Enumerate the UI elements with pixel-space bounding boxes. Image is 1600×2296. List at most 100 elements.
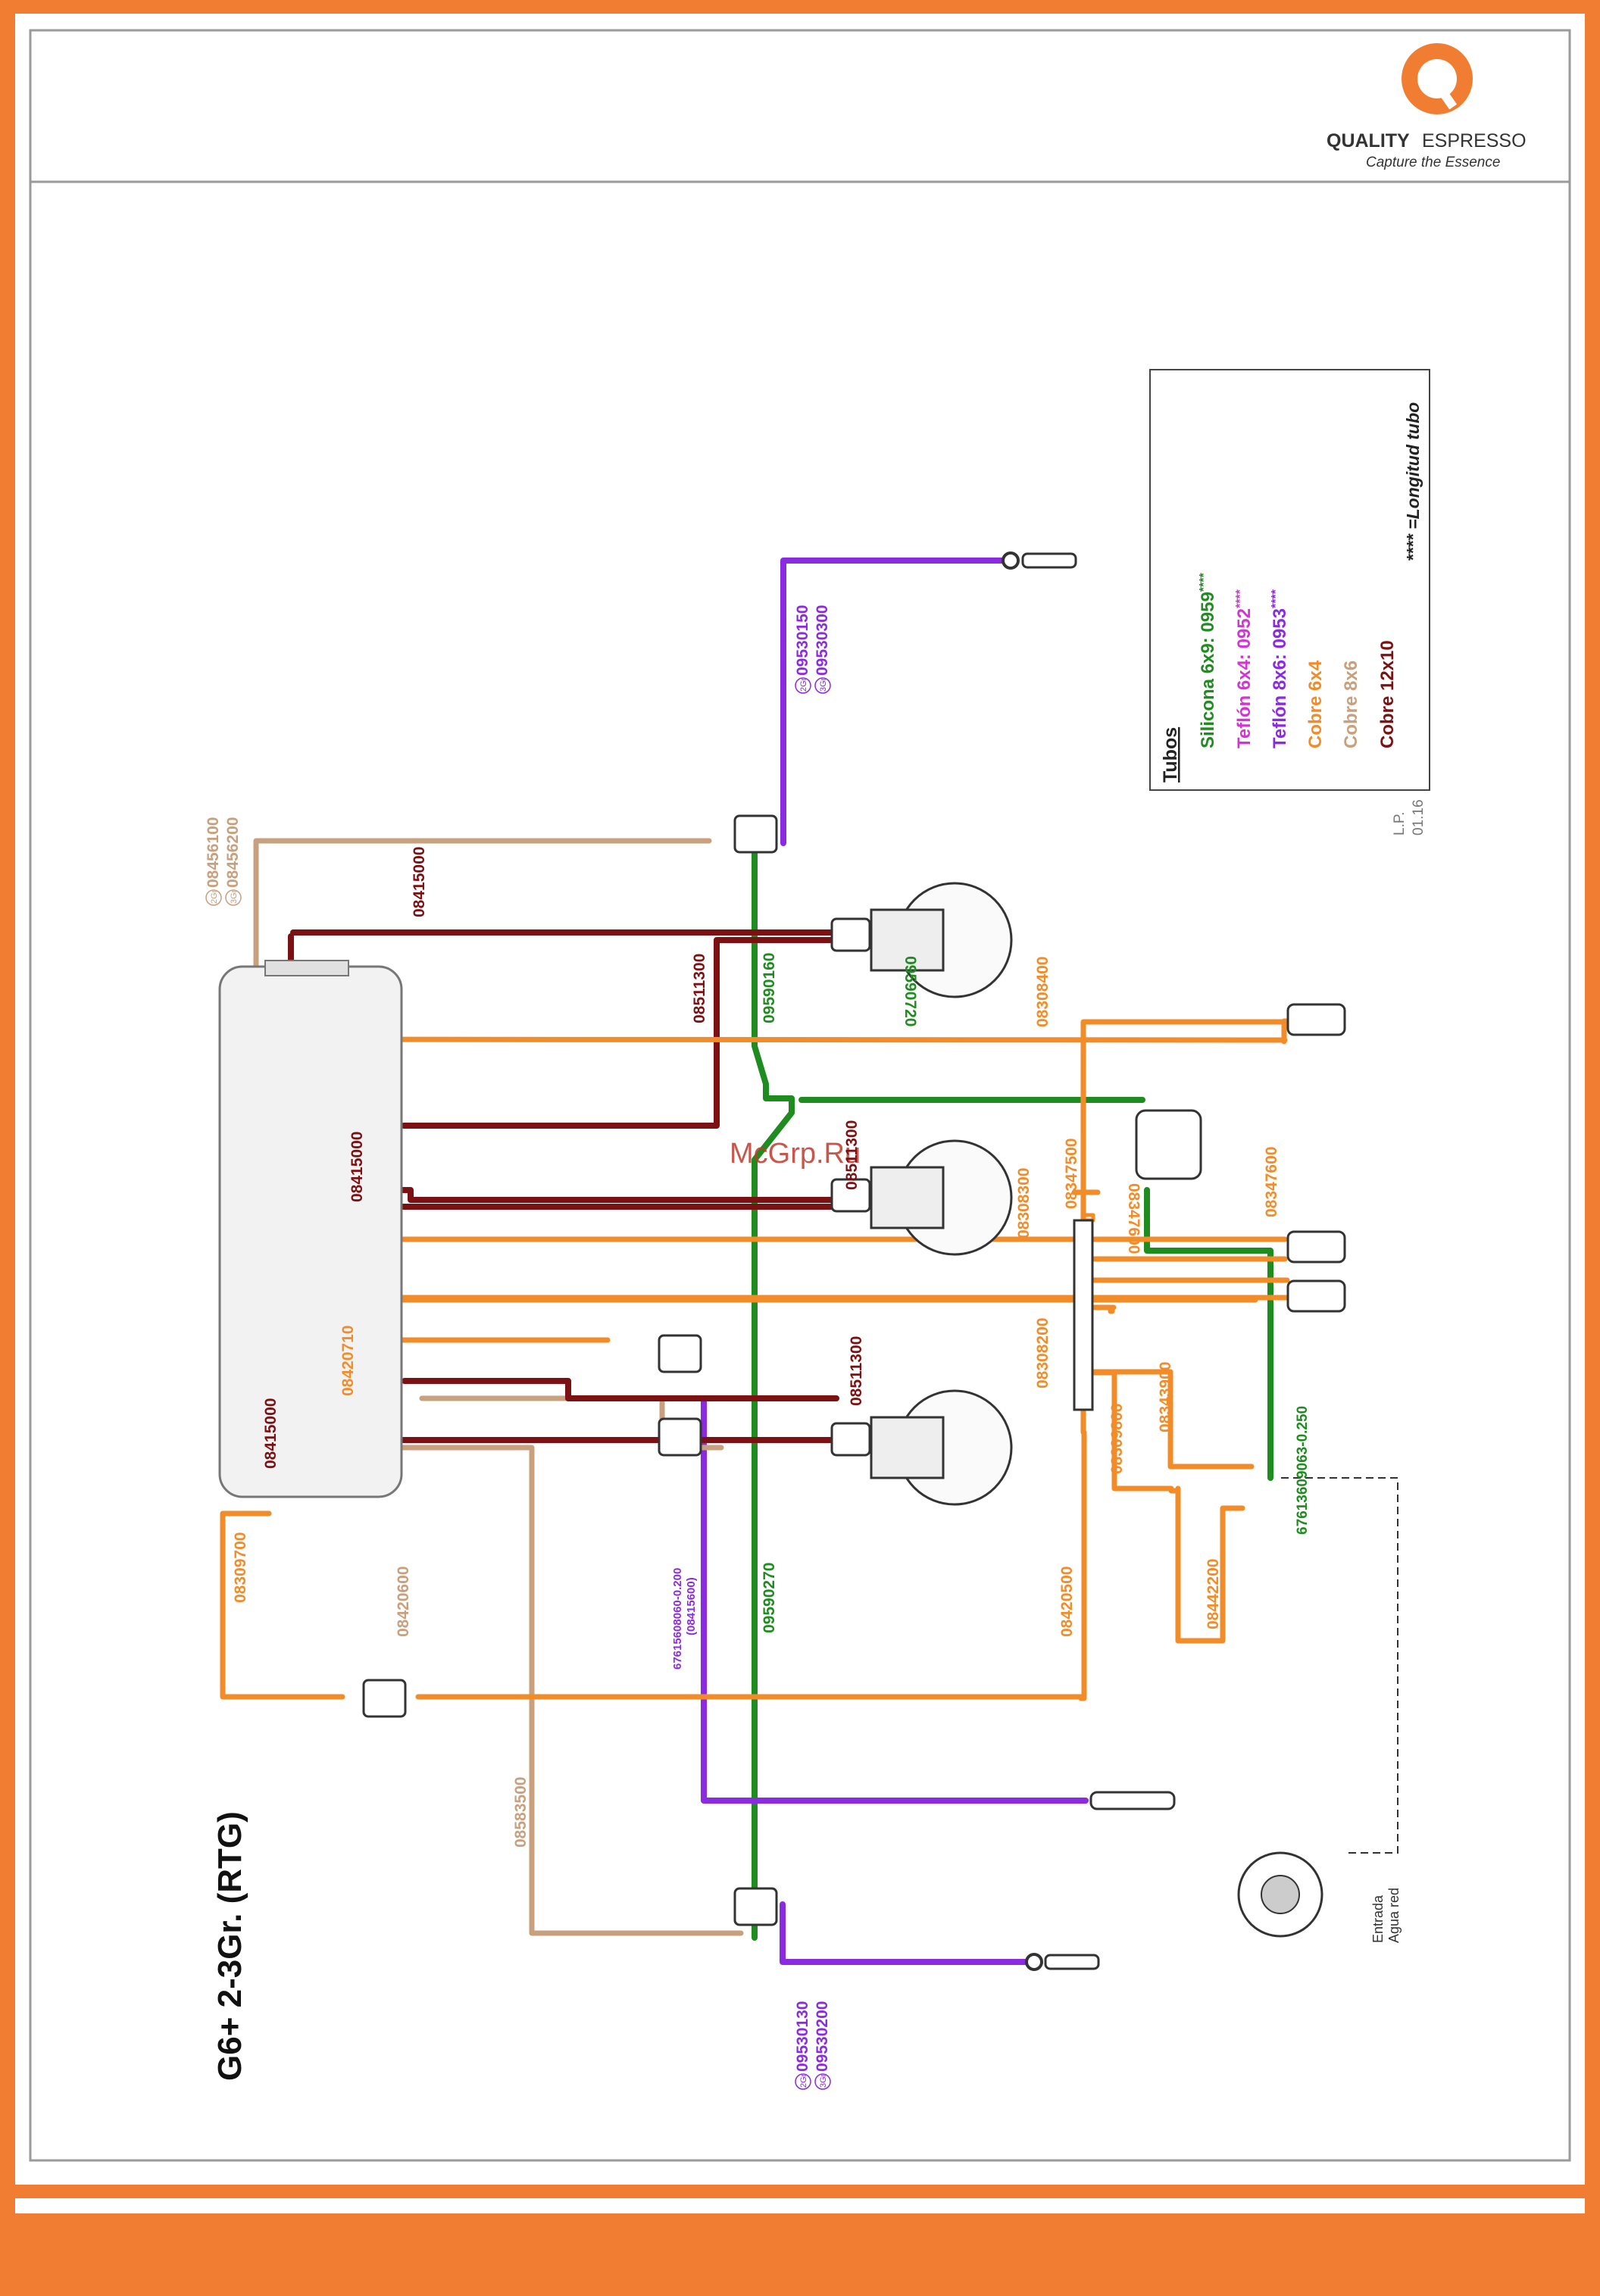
pipe-purple-bottom <box>780 1901 1032 1965</box>
label-orange-right3: 08347600 <box>1125 1183 1142 1254</box>
pipe-orange-r5 <box>1080 1370 1181 1494</box>
quality-espresso-logo: QUALITY ESPRESSO Capture the Essence <box>1327 43 1527 170</box>
frame-bottom-bar-thin <box>0 2185 1600 2198</box>
badge-3gr <box>225 889 242 906</box>
drawing-border <box>29 29 1571 2162</box>
badge-2gr-label: 2Gr <box>799 2073 808 2088</box>
steam-valve-bottom <box>733 1887 778 1926</box>
label-orange-mid1: 08347500 <box>1063 1139 1080 1209</box>
label-maroon-left-bot: 08415000 <box>262 1398 280 1469</box>
label-top-purple-2: 09530300 <box>814 605 831 676</box>
pipe-orange-r6 <box>1175 1485 1245 1644</box>
legend-heading: Tubos <box>1160 727 1181 783</box>
label-orange-right4: 08343900 <box>1157 1362 1174 1432</box>
legend-item-silicona: Silicona 6x9: 0959**** <box>1198 573 1218 748</box>
legend-item-cobre-8x6: Cobre 8x6 <box>1341 661 1361 748</box>
label-orange-mid2: 08308300 <box>1015 1168 1033 1239</box>
label-orange-mid3: 08308200 <box>1034 1318 1052 1389</box>
label-tan-bottom: 08420600 <box>395 1567 412 1637</box>
flowmeter-2 <box>1286 1230 1346 1264</box>
label-tan-lower: 08583500 <box>512 1777 530 1848</box>
legend-item-cobre-12x10: Cobre 12x10 <box>1377 640 1398 748</box>
tubes-legend: Tubos Silicona 6x9: 0959**** Teflón 6x4:… <box>1149 369 1430 836</box>
label-water-inlet-2: Agua red <box>1386 1888 1402 1943</box>
label-maroon-mid1: 08511300 <box>691 954 708 1023</box>
inlet-dashed-line <box>1280 1477 1398 1854</box>
pipe-green-main <box>752 851 795 1941</box>
label-orange-right5: 08309800 <box>1108 1404 1126 1474</box>
flowmeter-1 <box>1286 1003 1346 1036</box>
label-bottom-purple-2: 09530200 <box>814 2001 831 2072</box>
boiler-end-cap <box>264 960 349 976</box>
pipe-tan-lower <box>308 1445 744 1936</box>
label-top-tan-2: 08456200 <box>224 817 242 888</box>
badge-2gr-label: 2Gr <box>799 677 808 692</box>
solenoid-valve-1 <box>830 917 871 952</box>
badge-2gr <box>795 2073 811 2090</box>
steam-wand-bottom-icon <box>1025 1953 1043 1971</box>
label-green-right: 67613609063-0.250 <box>1295 1406 1311 1535</box>
badge-3gr-label: 3Gr <box>819 677 828 692</box>
boiler <box>218 965 403 1498</box>
frame-right-bar <box>1585 0 1600 2296</box>
label-orange-right-top: 08308400 <box>1034 957 1052 1027</box>
label-maroon-bottom: 08511300 <box>848 1336 865 1406</box>
label-purple-small-2: (08415600) <box>685 1577 698 1635</box>
frame-top-bar <box>0 0 1600 14</box>
pipe-maroon-mid1 <box>401 937 854 1129</box>
legend-box <box>1149 369 1430 791</box>
revision-initials: L.P. <box>1392 812 1408 836</box>
legend-item-teflon-8x6: Teflón 8x6: 0953**** <box>1270 589 1290 748</box>
badge-3gr <box>814 677 831 694</box>
badge-2gr-label: 2Gr <box>210 889 219 904</box>
grouphead-1 <box>870 882 1013 998</box>
badge-2gr <box>795 677 811 694</box>
grouphead-2 <box>870 1139 1013 1256</box>
steam-wand-top <box>1021 552 1077 569</box>
label-orange-bottom-mid: 08420500 <box>1058 1567 1076 1637</box>
flowmeter-3 <box>1286 1279 1346 1313</box>
revision-date: 01.16 <box>1411 799 1427 836</box>
label-water-inlet-1: Entrada <box>1370 1895 1386 1943</box>
distribution-manifold <box>1073 1219 1094 1411</box>
badge-3gr <box>814 2073 831 2090</box>
solenoid-valve-2 <box>830 1178 871 1213</box>
label-maroon-left-mid: 08415000 <box>348 1132 366 1202</box>
legend-footnote: **** =Longitud tubo <box>1403 402 1423 561</box>
frame-left-bar <box>0 0 15 2296</box>
group-badges: 2Gr 3Gr 2Gr 3Gr 2Gr 3Gr <box>205 677 831 2090</box>
label-green-horiz: 09590720 <box>902 956 919 1026</box>
steam-valve-top <box>733 814 778 854</box>
label-bottom-purple-1: 09530130 <box>794 2001 811 2072</box>
label-orange-right6: 08442200 <box>1205 1559 1222 1629</box>
label-green-bottom: 09590270 <box>761 1563 778 1633</box>
pipe-purple-mid <box>701 1397 1089 1804</box>
hot-water-wand <box>1089 1791 1176 1810</box>
frame-bottom-bar <box>0 2213 1600 2296</box>
steam-wand-bottom <box>1044 1954 1100 1970</box>
grouphead-3 <box>870 1389 1013 1506</box>
label-orange-bottom-left: 08309700 <box>232 1532 249 1603</box>
label-green-top: 09590160 <box>761 953 778 1023</box>
pipe-purple-top <box>780 558 1010 846</box>
pipe-orange-r3 <box>1080 1304 1117 1314</box>
solenoid-valve-3 <box>830 1422 871 1457</box>
diagram-title: G6+ 2-3Gr. (RTG) <box>211 1811 248 2081</box>
legend-item-cobre-6x4: Cobre 6x4 <box>1305 660 1326 748</box>
label-orange-left-boiler: 08420710 <box>339 1326 357 1396</box>
label-top-purple-1: 09530150 <box>794 605 811 676</box>
badge-3gr-label: 3Gr <box>819 2073 828 2088</box>
legend-item-teflon-6x4: Teflón 6x4: 0952**** <box>1234 589 1255 748</box>
pipe-orange-bottom-left <box>220 1510 345 1700</box>
label-purple-small-1: 67615608060-0.200 <box>671 1568 684 1670</box>
pipe-green-right <box>1144 1187 1273 1481</box>
components <box>218 551 1398 1971</box>
rotated-diagram-content: G6+ 2-3Gr. (RTG) Tubos Silicona 6x9: 095… <box>205 369 1430 2090</box>
brand-name: QUALITY <box>1327 130 1410 152</box>
brand-tagline: Capture the Essence <box>1366 155 1500 170</box>
pipe-maroon-bot1 <box>402 1378 839 1401</box>
badge-2gr <box>205 889 222 906</box>
steam-wand-top-icon <box>1002 551 1020 570</box>
watermark: McGrp.Ru <box>730 1138 861 1170</box>
